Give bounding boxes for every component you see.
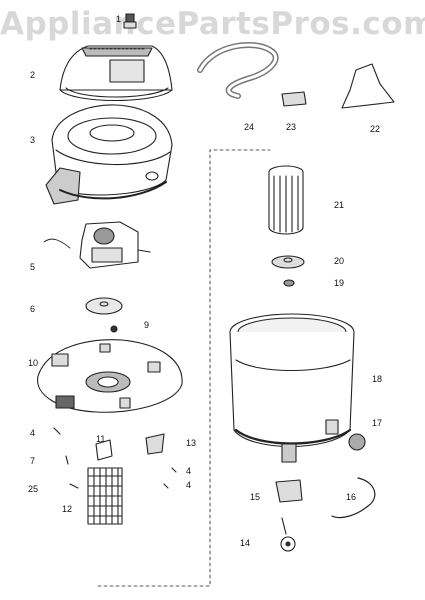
part-9-nut	[110, 325, 118, 333]
part-22-nozzle	[341, 63, 395, 109]
callout-4-right-lower: 4	[186, 480, 192, 490]
part-13-bracket	[145, 433, 165, 455]
assembly-guide-lines	[97, 149, 271, 587]
callout-24: 24	[244, 122, 255, 132]
part-7-spring	[65, 455, 69, 465]
part-4-screws	[53, 427, 177, 489]
part-19-nut	[283, 279, 295, 287]
callout-5: 5	[30, 262, 36, 272]
callout-12: 12	[62, 504, 73, 514]
callout-22: 22	[370, 124, 381, 134]
part-18-tank	[229, 313, 355, 463]
callout-23: 23	[286, 122, 297, 132]
callout-3: 3	[30, 135, 36, 145]
part-14-caster	[280, 517, 296, 552]
part-6-disk	[85, 297, 123, 315]
part-15-caster-bracket	[275, 479, 303, 503]
callout-14: 14	[240, 538, 251, 548]
callout-6: 6	[30, 304, 36, 314]
part-2-motor-cover	[59, 45, 173, 102]
callout-4-left: 4	[30, 428, 36, 438]
part-1-switch	[123, 13, 137, 29]
callout-15: 15	[250, 492, 261, 502]
part-5-motor	[43, 221, 151, 269]
callout-13: 13	[186, 438, 197, 448]
callout-1: 1	[116, 14, 122, 24]
callout-2: 2	[30, 70, 36, 80]
part-11-float	[95, 439, 113, 461]
part-23-coupling	[281, 91, 307, 107]
callout-16: 16	[346, 492, 357, 502]
callout-4-right-upper: 4	[186, 466, 192, 476]
callout-21: 21	[334, 200, 345, 210]
callout-17: 17	[372, 418, 383, 428]
part-10-lid	[37, 339, 183, 413]
callout-20: 20	[334, 256, 345, 266]
part-17-knob	[348, 433, 366, 451]
callout-18: 18	[372, 374, 383, 384]
callout-7: 7	[30, 456, 36, 466]
callout-9: 9	[144, 320, 150, 330]
part-20-cap	[271, 255, 305, 269]
part-21-filter	[268, 165, 304, 235]
part-24-hose	[197, 41, 279, 99]
part-3-motor-housing	[45, 104, 173, 205]
callout-25: 25	[28, 484, 39, 494]
callout-11: 11	[96, 434, 106, 444]
part-16-cord	[331, 477, 376, 519]
part-12-cage	[87, 467, 123, 525]
callout-19: 19	[334, 278, 345, 288]
part-25-pin	[69, 483, 79, 489]
callout-10: 10	[28, 358, 39, 368]
